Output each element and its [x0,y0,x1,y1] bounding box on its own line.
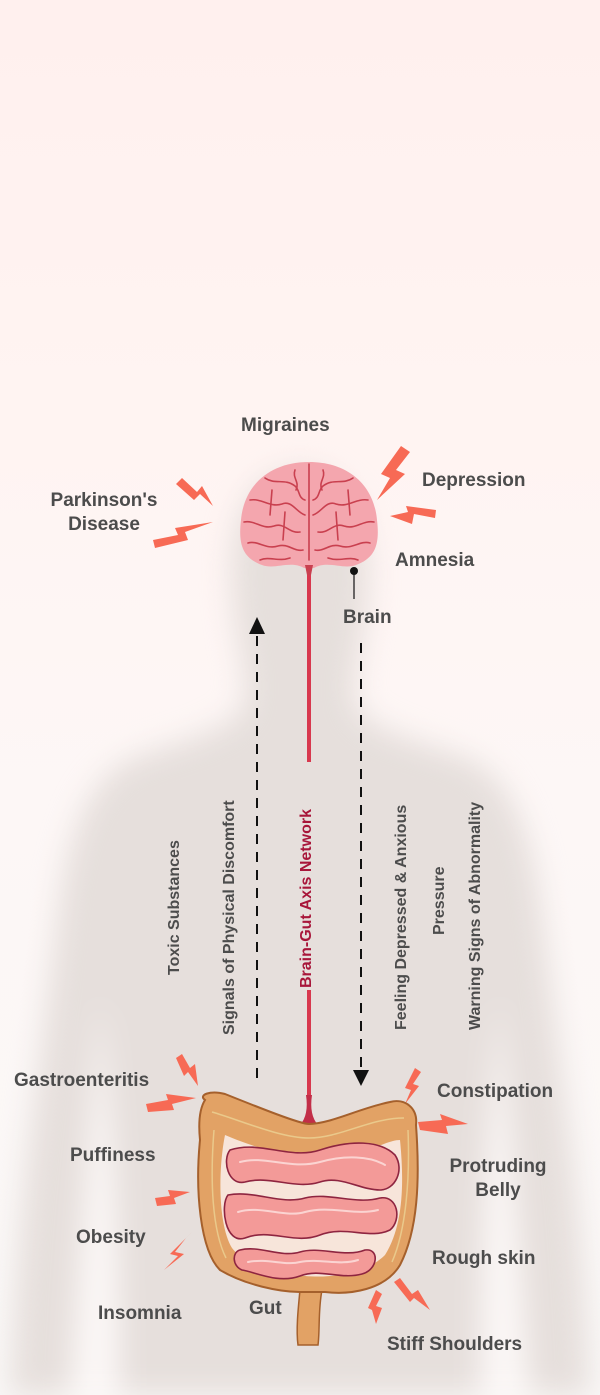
symptom-depression: Depression [422,470,526,491]
symptom-insomnia: Insomnia [98,1303,182,1324]
symptom-migraines: Migraines [241,415,330,436]
brain-illustration [240,462,378,575]
lightning-bolt-icon [418,1114,468,1134]
lightning-bolt-icon [155,1190,190,1206]
symptom-gastroenteritis: Gastroenteritis [14,1070,150,1091]
symptom-puffiness: Puffiness [70,1145,156,1166]
symptom-protruding-belly: Protruding Belly [430,1155,566,1203]
symptom-amnesia: Amnesia [395,550,475,571]
organ-label-brain: Brain [343,607,392,628]
lightning-bolt-icon [368,1290,382,1324]
axis-pressure: Pressure [431,866,448,936]
lightning-bolt-icon [164,1232,192,1270]
symptom-parkinsons: Parkinson's Disease [34,489,174,537]
lightning-bolt-icon [146,1094,196,1112]
lightning-bolt-icon [405,1068,421,1104]
symptom-protruding-line1: Protruding [449,1156,547,1177]
symptom-parkinsons-line2: Disease [68,514,140,535]
axis-toxic-substances: Toxic Substances [166,840,183,975]
lightning-bolt-icon [390,506,436,524]
lightning-bolt-icon [176,478,213,506]
symptom-parkinsons-line1: Parkinson's [50,490,158,511]
lightning-bolt-icon [377,446,410,500]
organ-label-gut: Gut [249,1298,282,1319]
axis-feeling-depressed-anxious: Feeling Depressed & Anxious [393,804,410,1030]
nerve-line-flare [300,1095,318,1125]
lightning-bolt-icon [176,1054,198,1086]
axis-warning-signs: Warning Signs of Abnormality [467,801,484,1030]
symptom-rough-skin: Rough skin [432,1248,536,1269]
axis-brain-gut-network: Brain-Gut Axis Network [298,809,315,988]
lightning-bolt-icon [394,1278,430,1310]
symptom-obesity: Obesity [76,1227,146,1248]
symptom-constipation: Constipation [437,1081,554,1102]
axis-signals-physical-discomfort: Signals of Physical Discomfort [221,800,238,1035]
symptom-stiff-shoulders: Stiff Shoulders [387,1334,523,1355]
arrow-up-icon [249,617,265,634]
intestine-illustration [197,1091,419,1346]
lightning-bolt-icon [153,522,213,548]
arrow-down-icon [353,1070,369,1086]
symptom-protruding-line2: Belly [475,1180,521,1201]
